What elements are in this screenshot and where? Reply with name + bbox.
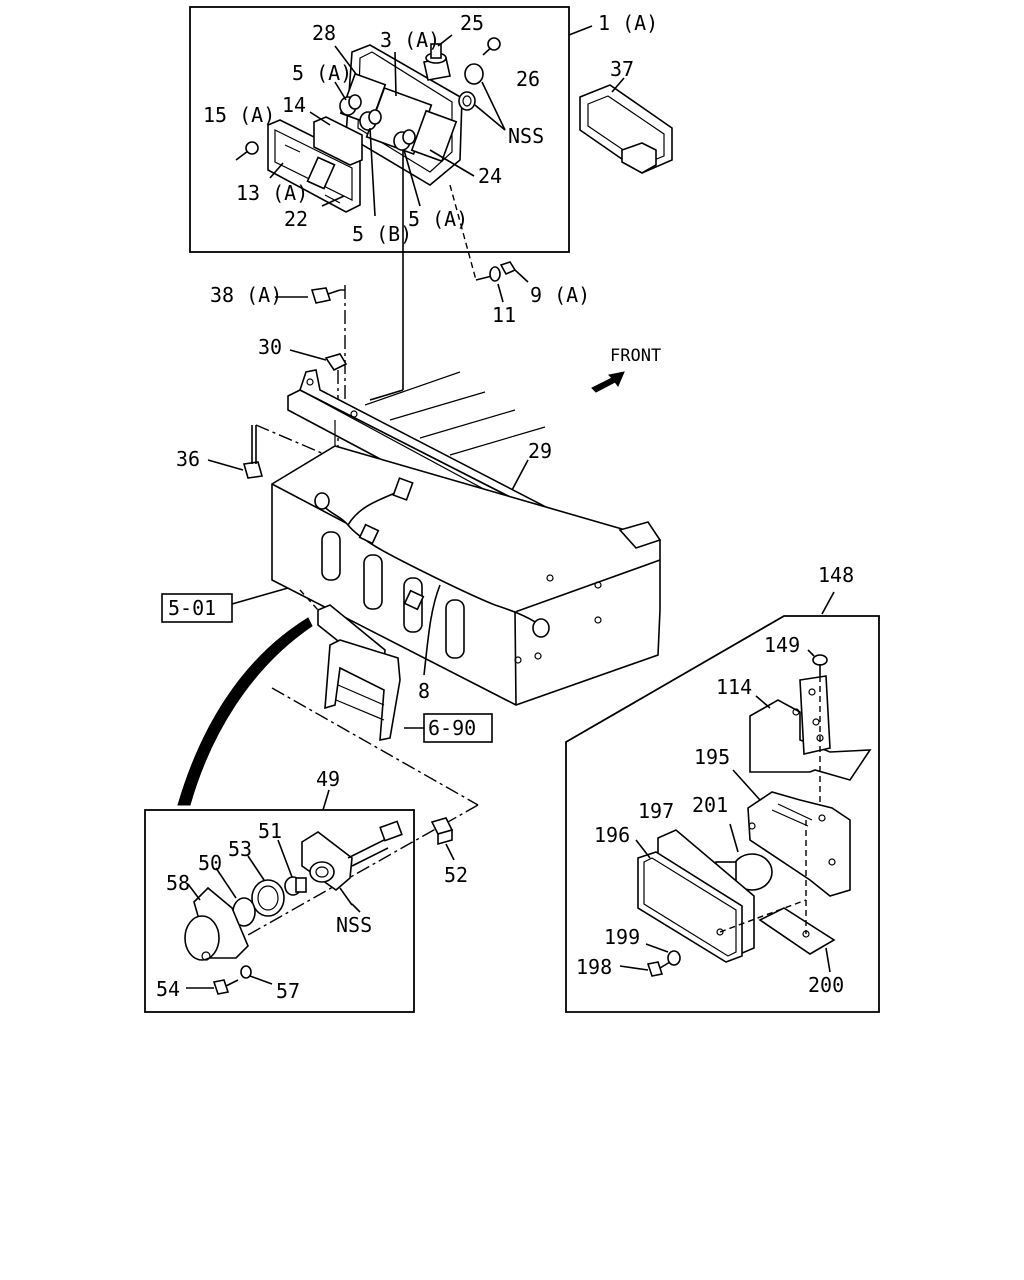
label-15a: 15 (A) [203,103,275,127]
license-bracket [299,589,424,741]
bulb-5a-mid [393,129,416,151]
label-198: 198 [576,955,612,979]
ref-box-6-90 [423,713,493,743]
label-37: 37 [610,57,634,81]
label-149: 149 [764,633,800,657]
detail-arrow [177,617,313,806]
label-5a-mid: 5 (A) [408,207,468,231]
label-195: 195 [694,745,730,769]
bulb-51 [277,839,307,896]
washer-57 [240,965,273,985]
label-30: 30 [258,335,282,359]
bulb-5a-top [339,94,362,116]
side-lamp-box [565,615,880,1013]
lamp-socket [301,820,403,906]
label-200: 200 [808,973,844,997]
reflector-plate [313,116,363,166]
label-196: 196 [594,823,630,847]
bracket-114 [749,675,872,781]
label-197: 197 [638,799,674,823]
label-53: 53 [228,837,252,861]
top-assembly-group [189,6,593,401]
label-8: 8 [418,679,430,703]
label-nss-bottom: NSS [336,913,372,937]
bulb-5b [359,109,382,131]
label-201: 201 [692,793,728,817]
cover-58 [184,883,249,961]
bolt-36 [207,424,339,479]
socket-25 [423,43,451,81]
license-lamp-group [144,789,415,1013]
label-1a: 1 (A) [598,11,658,35]
label-57: 57 [276,979,300,1003]
license-lamp-box [144,809,415,1013]
label-25: 25 [460,11,484,35]
label-114: 114 [716,675,752,699]
label-22: 22 [284,207,308,231]
nut-9a [499,261,529,283]
label-nss-top: NSS [508,124,544,148]
screw-149 [807,649,828,820]
plate-200 [758,907,836,973]
front-arrow-icon [591,371,625,393]
washer-199 [645,943,681,966]
grommets-nss [458,63,506,131]
lens-196 [635,839,743,963]
label-199: 199 [604,925,640,949]
lens-cover [267,119,361,213]
ref-6-90: 6-90 [428,716,476,740]
label-front: FRONT [610,346,661,366]
screw-26 [482,37,501,56]
screw-198 [619,961,671,977]
rear-crossmember [271,371,662,706]
label-52: 52 [444,863,468,887]
label-29: 29 [528,439,552,463]
label-26: 26 [516,67,540,91]
label-49: 49 [316,767,340,791]
label-54: 54 [156,977,180,1001]
label-13a: 13 (A) [236,181,308,205]
label-3a: 3 (A) [380,28,440,52]
label-11: 11 [492,303,516,327]
label-14: 14 [282,93,306,117]
ref-box-5-01 [161,587,289,623]
label-5a-top: 5 (A) [292,61,352,85]
side-lamp-group [565,591,880,1013]
label-9a: 9 (A) [530,283,590,307]
clip-52 [430,817,455,861]
washer-11 [489,266,504,303]
top-assembly-box [189,6,570,253]
label-24: 24 [478,164,502,188]
ref-5-01: 5-01 [168,596,216,620]
lamp-housing-37 [579,77,673,174]
harness-8 [314,477,550,676]
label-148: 148 [818,563,854,587]
label-50: 50 [198,851,222,875]
lens-50 [215,867,256,927]
screw-15a [235,141,259,161]
label-36: 36 [176,447,200,471]
label-58: 58 [166,871,190,895]
label-28: 28 [312,21,336,45]
screw-54 [186,979,239,995]
housing-195 [732,769,851,897]
label-5b: 5 (B) [352,222,412,246]
label-51: 51 [258,819,282,843]
label-38a: 38 (A) [210,283,282,307]
ring-53 [247,855,285,917]
